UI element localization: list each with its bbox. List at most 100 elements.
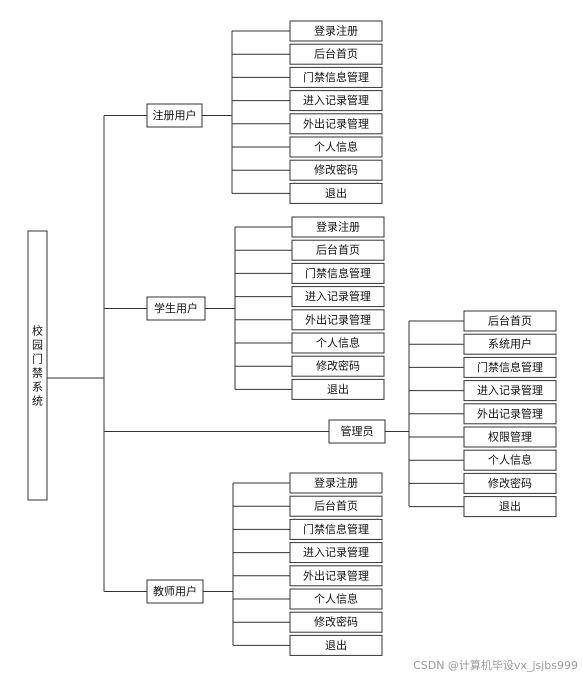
- group-student-item: 进入记录管理: [291, 286, 385, 308]
- group-admin-item-box: [463, 496, 557, 518]
- group-admin-item: 后台首页: [463, 310, 557, 332]
- group-teacher-item: 个人信息: [289, 588, 383, 610]
- root-node: 校园门禁系统: [27, 230, 48, 501]
- group-registered-item-label: 门禁信息管理: [303, 70, 369, 84]
- group-student: 学生用户: [146, 296, 206, 321]
- group-student-item-label: 修改密码: [316, 359, 360, 373]
- group-admin-item: 系统用户: [463, 333, 557, 355]
- group-registered-item: 外出记录管理: [289, 113, 383, 135]
- group-teacher-item-label: 后台首页: [314, 499, 358, 513]
- group-student-item-label: 进入记录管理: [305, 289, 371, 303]
- group-admin: 管理员: [328, 419, 386, 444]
- group-student-item-label: 退出: [327, 382, 349, 396]
- group-teacher-item: 后台首页: [289, 495, 383, 517]
- group-student-item: 后台首页: [291, 239, 385, 261]
- group-admin-item-label: 系统用户: [488, 337, 532, 351]
- group-teacher-item-label: 个人信息: [314, 592, 358, 606]
- group-student-item-box: [291, 309, 385, 331]
- group-admin-item-box: [463, 449, 557, 471]
- group-admin-item-box: [463, 356, 557, 378]
- group-admin-item-box: [463, 310, 557, 332]
- group-teacher-item-box: [289, 588, 383, 610]
- group-admin-item: 修改密码: [463, 472, 557, 494]
- group-registered-item-box: [289, 66, 383, 88]
- group-admin-item-label: 修改密码: [488, 476, 532, 490]
- group-registered-item-label: 退出: [325, 186, 347, 200]
- group-registered-item-label: 登录注册: [314, 24, 358, 38]
- group-registered-item: 后台首页: [289, 43, 383, 65]
- group-admin-item: 权限管理: [463, 426, 557, 448]
- group-teacher-label: 教师用户: [153, 584, 197, 598]
- group-admin-item-box: [463, 380, 557, 402]
- group-registered-item-label: 后台首页: [314, 47, 358, 61]
- group-registered-item-box: [289, 43, 383, 65]
- group-student-item-box: [291, 378, 385, 400]
- root-node-label: 校园门禁系统: [32, 323, 43, 407]
- group-student-item-label: 登录注册: [316, 220, 360, 234]
- group-teacher-item-label: 修改密码: [314, 615, 358, 629]
- group-teacher-item: 登录注册: [289, 472, 383, 494]
- group-registered-item-box: [289, 136, 383, 158]
- group-admin-item: 门禁信息管理: [463, 356, 557, 378]
- group-student-item: 外出记录管理: [291, 309, 385, 331]
- group-registered-item-label: 外出记录管理: [303, 116, 369, 130]
- group-admin-item-box: [463, 333, 557, 355]
- group-student-item-label: 个人信息: [316, 336, 360, 350]
- group-admin-item: 进入记录管理: [463, 380, 557, 402]
- group-student-item-box: [291, 355, 385, 377]
- watermark: CSDN @计算机毕设vx_jsjbs999: [413, 659, 578, 672]
- group-registered-item-box: [289, 182, 383, 204]
- group-admin-item: 退出: [463, 496, 557, 518]
- group-student-item-box: [291, 216, 385, 238]
- group-registered-item: 修改密码: [289, 159, 383, 181]
- group-teacher-item-box: [289, 518, 383, 540]
- group-teacher: 教师用户: [146, 579, 204, 604]
- group-registered: 注册用户: [146, 103, 203, 128]
- group-registered-item-box: [289, 113, 383, 135]
- group-teacher-item-box: [289, 542, 383, 564]
- group-teacher-item-label: 门禁信息管理: [303, 522, 369, 536]
- group-student-item-label: 外出记录管理: [305, 312, 371, 326]
- group-teacher-item-box: [289, 495, 383, 517]
- group-registered-item: 个人信息: [289, 136, 383, 158]
- group-registered-item: 进入记录管理: [289, 90, 383, 112]
- group-registered-item: 登录注册: [289, 20, 383, 42]
- group-admin-item-label: 权限管理: [488, 430, 532, 444]
- group-admin-item-label: 退出: [499, 499, 521, 513]
- group-teacher-item-box: [289, 634, 383, 656]
- group-teacher-item: 外出记录管理: [289, 565, 383, 587]
- group-admin-item-label: 后台首页: [488, 314, 532, 328]
- group-student-item: 门禁信息管理: [291, 262, 385, 284]
- group-admin-item: 个人信息: [463, 449, 557, 471]
- group-admin-item-label: 进入记录管理: [477, 383, 543, 397]
- group-teacher-item-label: 外出记录管理: [303, 568, 369, 582]
- group-student-item-box: [291, 262, 385, 284]
- group-teacher-item-box: [289, 611, 383, 633]
- group-registered-item-label: 个人信息: [314, 140, 358, 154]
- group-registered-item-box: [289, 90, 383, 112]
- group-registered-item-box: [289, 20, 383, 42]
- group-teacher-item: 修改密码: [289, 611, 383, 633]
- group-teacher-item: 进入记录管理: [289, 542, 383, 564]
- group-registered-label: 注册用户: [153, 108, 197, 122]
- group-admin-item-label: 门禁信息管理: [477, 360, 543, 374]
- group-teacher-item: 退出: [289, 634, 383, 656]
- group-admin-item-box: [463, 403, 557, 425]
- group-student-item: 登录注册: [291, 216, 385, 238]
- group-admin-item-label: 个人信息: [488, 453, 532, 467]
- root-node-box: [27, 230, 48, 501]
- group-admin-item-label: 外出记录管理: [477, 406, 543, 420]
- group-student-item-label: 门禁信息管理: [305, 266, 371, 280]
- group-registered-item-label: 进入记录管理: [303, 93, 369, 107]
- group-student-item-label: 后台首页: [316, 243, 360, 257]
- group-registered-item: 退出: [289, 182, 383, 204]
- group-registered-item: 门禁信息管理: [289, 66, 383, 88]
- group-admin-label: 管理员: [341, 424, 374, 438]
- group-student-item-box: [291, 332, 385, 354]
- group-student-item: 修改密码: [291, 355, 385, 377]
- group-student-item: 退出: [291, 378, 385, 400]
- group-student-item: 个人信息: [291, 332, 385, 354]
- group-admin-item: 外出记录管理: [463, 403, 557, 425]
- group-student-item-box: [291, 286, 385, 308]
